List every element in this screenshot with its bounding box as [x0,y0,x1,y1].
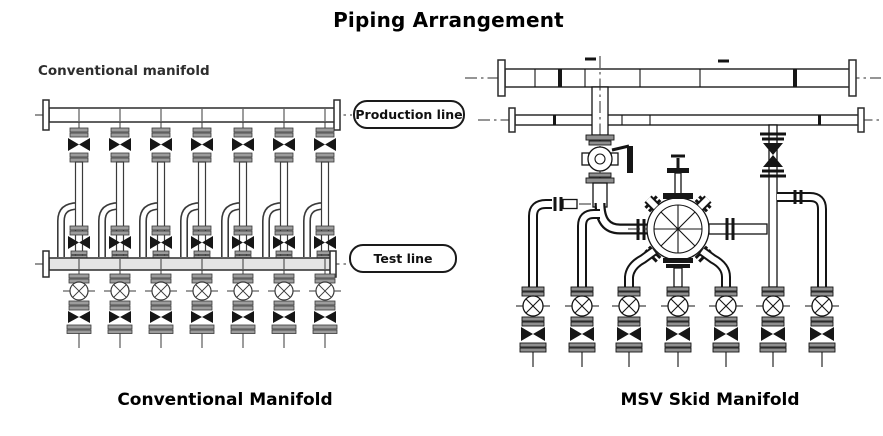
valve-lever [611,144,630,152]
wellhead-stack [62,269,96,349]
wellhead-stack [308,269,342,349]
msv-production-header-pipe [465,57,881,97]
ball-valve [581,144,633,173]
wellhead-stack [804,286,840,368]
msv-actuator [663,154,693,199]
wellhead-stack [755,286,791,368]
feeder-elbows [528,190,827,287]
msv-right-run-pipe [708,218,768,240]
manifold-branch [102,122,131,259]
wellhead-stack [564,286,600,368]
main-riser-pipe [581,56,647,240]
wellhead-stack [611,286,647,368]
wellhead-stack [708,286,744,368]
manifold-branch [184,122,213,259]
manifold-branch [143,122,172,259]
wellhead-stack [103,269,137,349]
left-caption: Conventional Manifold [117,390,333,410]
test-line-tag: Test line [349,244,457,273]
wellhead-stack [226,269,260,349]
conventional-manifold-label: Conventional manifold [38,63,210,79]
right-caption: MSV Skid Manifold [620,390,800,410]
msv-test-header-pipe [478,107,881,133]
conventional-manifold-diagram [35,99,352,349]
wellhead-stack [185,269,219,349]
manifold-branch [307,122,336,259]
page-title: Piping Arrangement [333,8,564,32]
production-line-tag: Production line [353,100,465,129]
manifold-branch [61,122,90,259]
production-header-pipe [35,99,352,131]
msv-skid-manifold-diagram [465,56,881,368]
valve-lever-handle [627,146,633,173]
wellhead-stack [144,269,178,349]
test-header-pipe [35,250,348,278]
wellhead-stack [660,286,696,368]
manifold-branch [225,122,254,259]
manifold-branch [266,122,295,259]
right-drop-pipe [760,124,786,288]
multiport-selector-valve [628,154,748,288]
wellhead-stack [515,286,551,368]
wellhead-stack [267,269,301,349]
